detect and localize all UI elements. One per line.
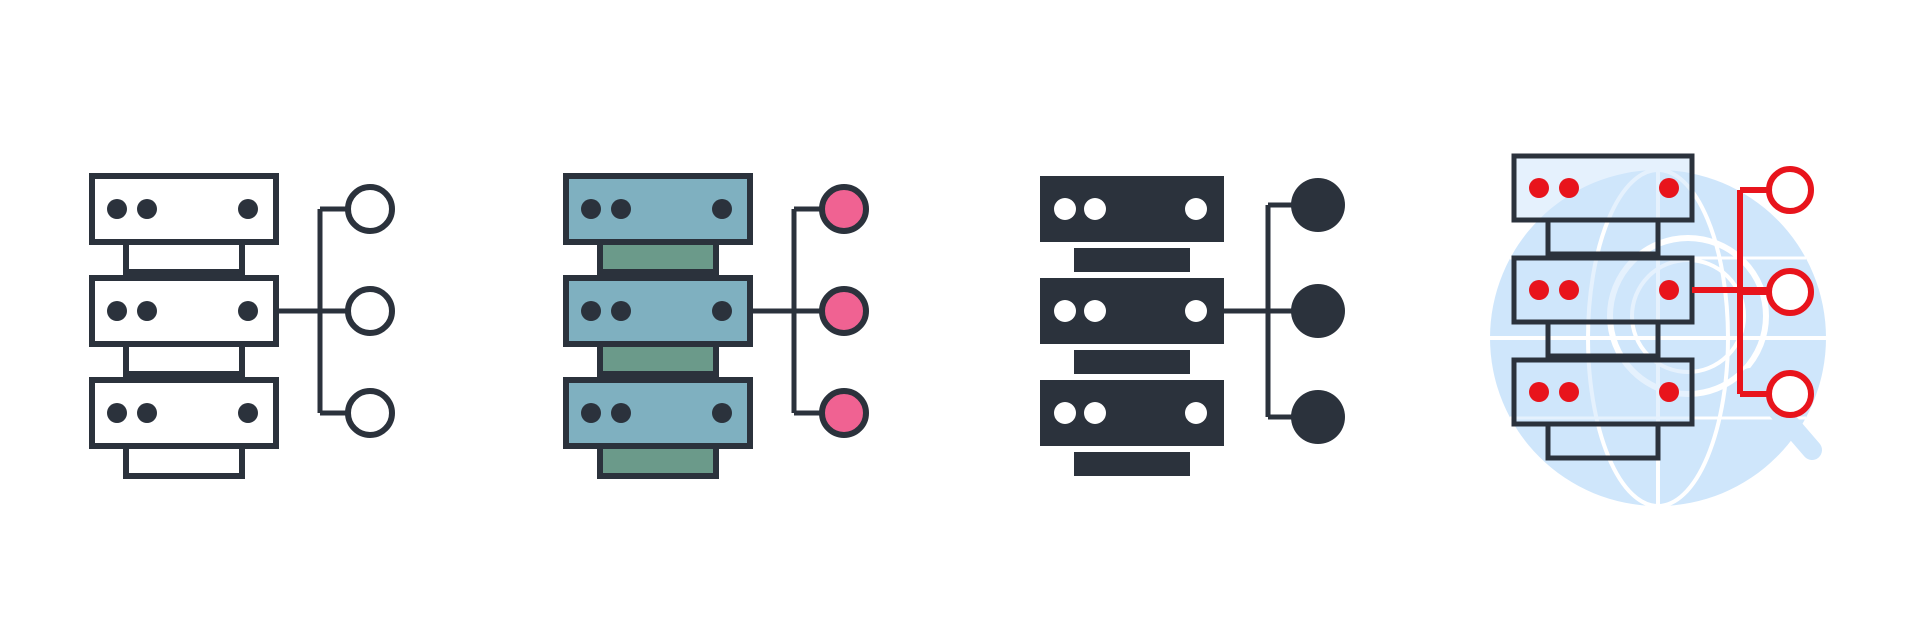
status-light [1084, 300, 1106, 322]
server-connector [1074, 248, 1190, 272]
server-network-glyph-icon [1028, 120, 1408, 520]
network-node [819, 388, 869, 438]
status-light [1559, 178, 1579, 198]
status-light [581, 301, 601, 321]
status-light [581, 403, 601, 423]
status-light [137, 301, 157, 321]
status-light [1054, 402, 1076, 424]
status-light [1559, 280, 1579, 300]
status-light [712, 301, 732, 321]
server-network-color-icon [554, 120, 934, 520]
network-node [345, 388, 395, 438]
status-light [1659, 280, 1679, 300]
status-light [1529, 178, 1549, 198]
status-light [107, 301, 127, 321]
status-light [712, 403, 732, 423]
status-light [1185, 402, 1207, 424]
network-node [345, 184, 395, 234]
status-light [1084, 198, 1106, 220]
status-light [1185, 198, 1207, 220]
server-connector [597, 239, 719, 275]
server-connector [1074, 452, 1190, 476]
network-node [819, 184, 869, 234]
network-node [1291, 390, 1345, 444]
status-light [1529, 382, 1549, 402]
status-light [238, 199, 258, 219]
status-light [1659, 178, 1679, 198]
server-connector [1074, 350, 1190, 374]
status-light [1054, 300, 1076, 322]
server-connector [123, 239, 245, 275]
server-network-globe-search-icon [1460, 120, 1840, 520]
status-light [107, 199, 127, 219]
status-light [238, 403, 258, 423]
network-node [819, 286, 869, 336]
network-node [1766, 370, 1814, 418]
network-node [1291, 178, 1345, 232]
status-light [1054, 198, 1076, 220]
status-light [1084, 402, 1106, 424]
server-connector [597, 341, 719, 377]
network-node [1291, 284, 1345, 338]
status-light [1559, 382, 1579, 402]
status-light [581, 199, 601, 219]
server-connector [597, 443, 719, 479]
server-connector [123, 443, 245, 479]
network-node [1766, 166, 1814, 214]
status-light [712, 199, 732, 219]
status-light [611, 403, 631, 423]
status-light [611, 199, 631, 219]
status-light [238, 301, 258, 321]
status-light [107, 403, 127, 423]
server-network-outline-icon [80, 120, 460, 520]
status-light [137, 199, 157, 219]
status-light [1185, 300, 1207, 322]
status-light [1659, 382, 1679, 402]
status-light [1529, 280, 1549, 300]
status-light [137, 403, 157, 423]
network-node [1766, 268, 1814, 316]
server-connector [123, 341, 245, 377]
status-light [611, 301, 631, 321]
network-node [345, 286, 395, 336]
